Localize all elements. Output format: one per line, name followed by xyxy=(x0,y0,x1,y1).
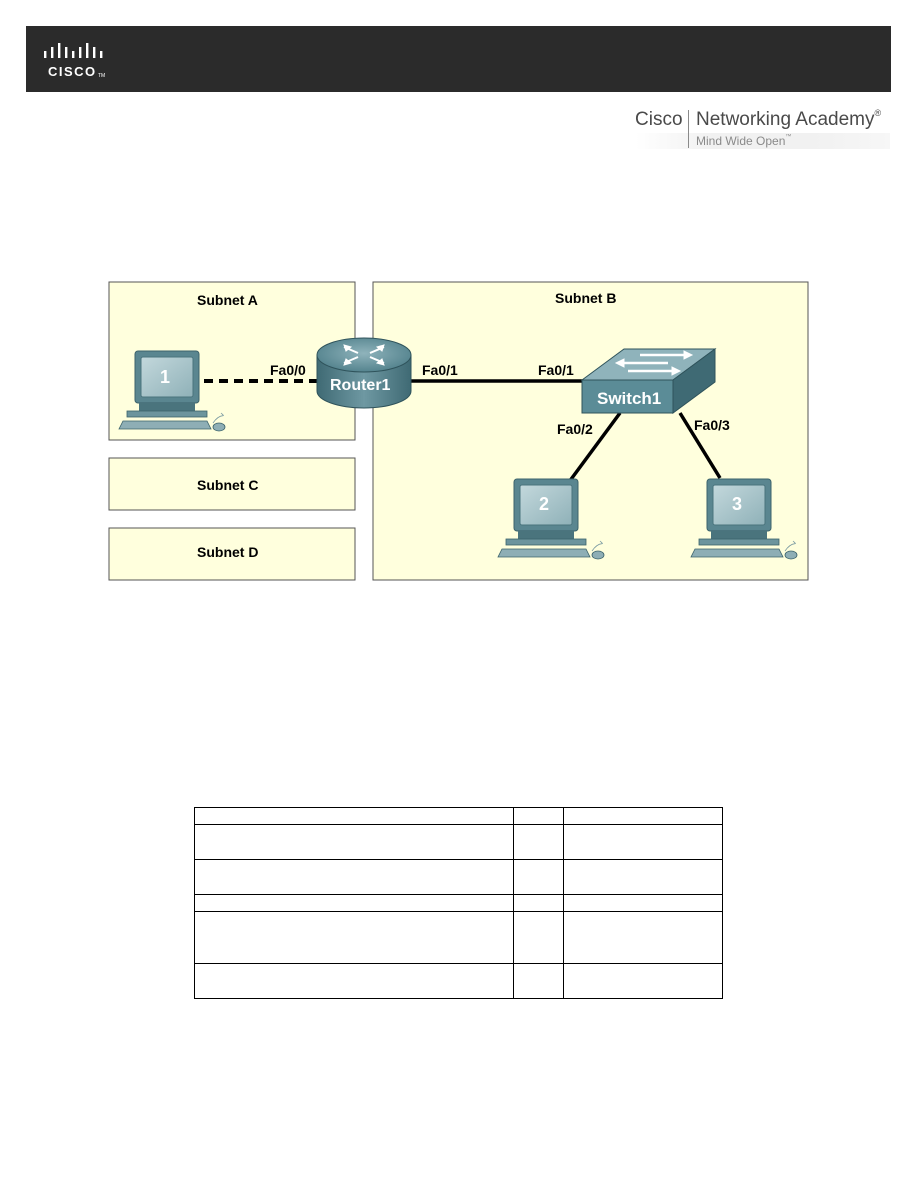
table-cell xyxy=(194,911,514,964)
table-cell xyxy=(194,824,514,860)
table-cell xyxy=(194,894,514,912)
academy-tagline: Mind Wide Open xyxy=(696,134,786,148)
host-1-label: 1 xyxy=(160,367,171,387)
subnet-c-area xyxy=(108,457,356,511)
table-row xyxy=(194,824,723,860)
switch-icon xyxy=(580,348,717,414)
router-icon xyxy=(316,337,412,409)
table-cell xyxy=(563,894,723,912)
table-row xyxy=(194,911,723,964)
table-row xyxy=(194,963,723,999)
switch-port-fa02: Fa0/2 xyxy=(557,421,593,437)
subnet-d-area xyxy=(108,527,356,581)
table-cell xyxy=(513,859,564,895)
cisco-logo-text: CISCO xyxy=(48,64,97,79)
subnet-b-label: Subnet B xyxy=(555,290,617,306)
router-port-fa01: Fa0/1 xyxy=(422,362,458,378)
router-port-fa00: Fa0/0 xyxy=(270,362,306,378)
table-cell xyxy=(563,963,723,999)
link-switch-host2 xyxy=(567,411,622,484)
table-cell xyxy=(513,894,564,912)
cisco-logo: CISCO TM xyxy=(42,40,106,80)
academy-brand: Cisco Networking Academy® Mind Wide Open… xyxy=(632,107,892,149)
subnet-a-label: Subnet A xyxy=(197,292,258,308)
topology-diagram xyxy=(108,281,809,581)
table-cell xyxy=(194,807,514,825)
table-row xyxy=(194,894,723,912)
switch-name: Switch1 xyxy=(597,389,662,408)
academy-name: Networking Academy xyxy=(696,109,875,130)
table-cell xyxy=(513,824,564,860)
table-cell xyxy=(563,807,723,825)
table-cell xyxy=(194,859,514,895)
table-cell xyxy=(513,963,564,999)
table-cell xyxy=(194,963,514,999)
table-cell xyxy=(563,911,723,964)
switch-port-fa03: Fa0/3 xyxy=(694,417,730,433)
table-row xyxy=(194,807,723,825)
table-cell xyxy=(513,807,564,825)
subnet-d-label: Subnet D xyxy=(197,544,259,560)
info-table xyxy=(194,807,723,999)
table-cell xyxy=(563,824,723,860)
subnet-c-label: Subnet C xyxy=(197,477,259,493)
table-row xyxy=(194,859,723,895)
cisco-bars-icon xyxy=(44,43,103,58)
host-3-label: 3 xyxy=(732,494,743,514)
router-name: Router1 xyxy=(330,377,391,394)
switch-port-fa01: Fa0/1 xyxy=(538,362,574,378)
host-2-label: 2 xyxy=(539,494,550,514)
table-cell xyxy=(563,859,723,895)
header-bar: CISCO TM xyxy=(26,26,891,92)
network-topology: Subnet A Subnet B Subnet C Subnet D Fa0/… xyxy=(108,281,810,583)
link-switch-host3 xyxy=(678,412,722,479)
academy-cisco-word: Cisco xyxy=(635,109,683,130)
table-cell xyxy=(513,911,564,964)
